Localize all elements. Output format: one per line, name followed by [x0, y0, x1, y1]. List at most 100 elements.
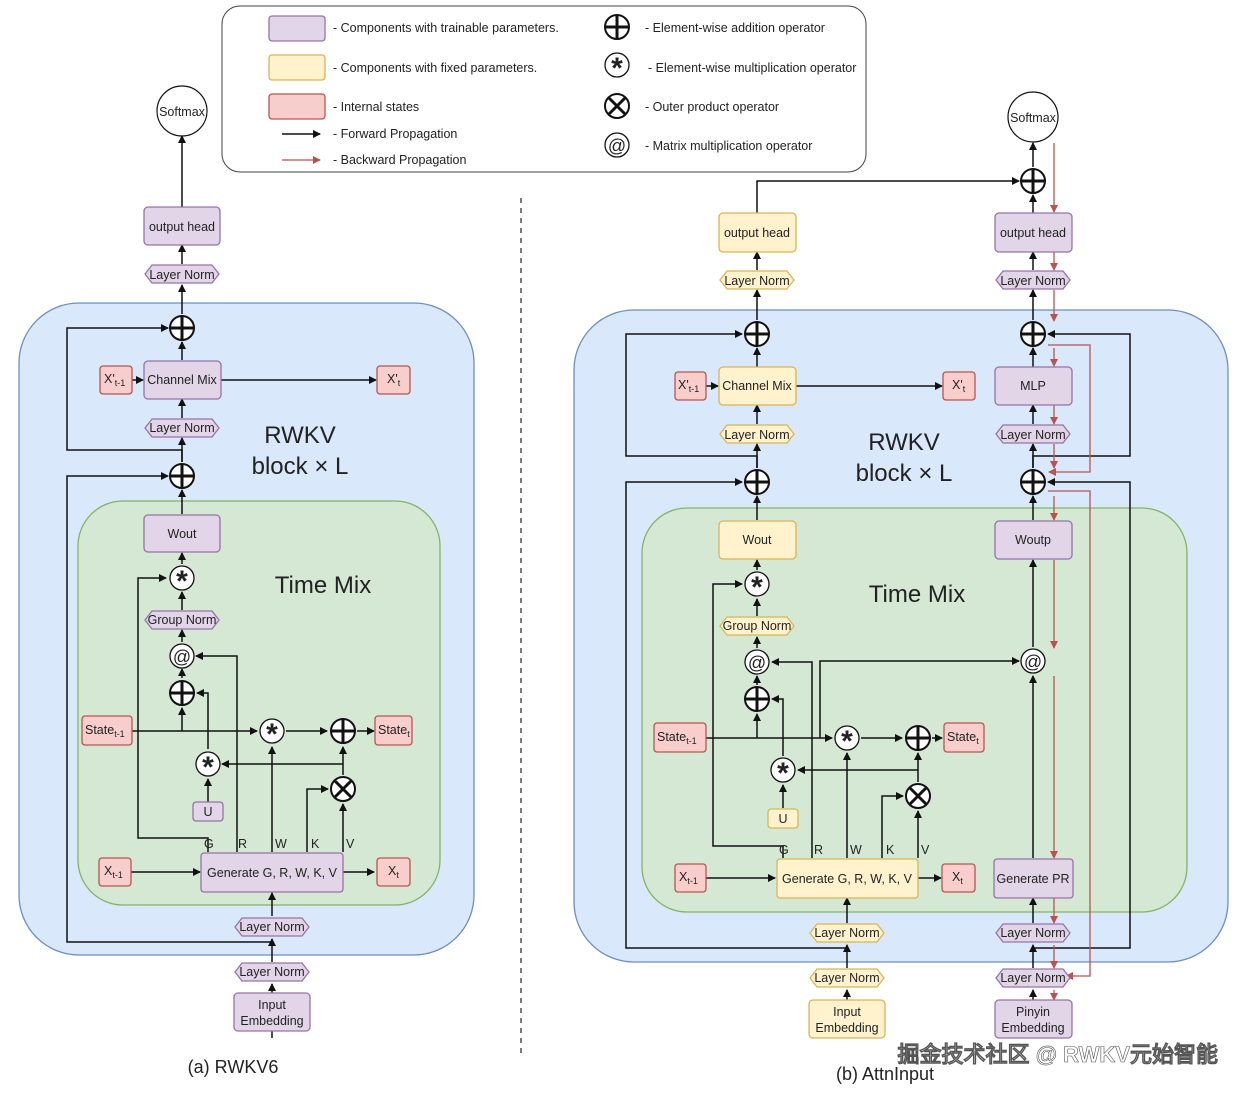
add-op-left-state [330, 718, 356, 744]
svg-text:@: @ [1024, 652, 1042, 672]
x-prime-prev-right [674, 371, 707, 401]
input-embedding-left-line1: Input [258, 998, 286, 1012]
layer-norm-trainable-top-label: Layer Norm [1000, 274, 1065, 288]
rwkv-block-left-subtitle: block × L [252, 453, 349, 480]
matmul-op-right-trainable: @ [1020, 648, 1046, 674]
svg-text:@: @ [608, 136, 626, 156]
svg-text:*: * [777, 757, 789, 790]
x-cur-left [376, 857, 411, 887]
pinyin-embedding-right [994, 999, 1073, 1039]
watermark: 掘金技术社区 @ RWKV元始智能 [898, 1042, 1219, 1067]
group-norm-left [144, 610, 220, 630]
woutp-right-label: Woutp [1015, 533, 1051, 547]
layer-norm-left-top-label: Layer Norm [149, 268, 214, 282]
mul-op-left-u: * [195, 751, 221, 784]
legend-internal-swatch [268, 93, 326, 120]
time-mix-right [641, 507, 1188, 913]
state-cur-right-label: Statet [947, 730, 979, 746]
legend-fixed: - Components with fixed parameters. [333, 61, 537, 75]
legend-backward: - Backward Propagation [333, 153, 466, 167]
x-prev-left [98, 857, 132, 887]
output-head-left-label: output head [149, 220, 215, 234]
x-prime-prev-left [99, 365, 133, 395]
add-op-left-top [169, 315, 195, 341]
layer-norm-fixed-mid [719, 424, 795, 444]
mul-op-right-state: * [834, 725, 860, 758]
layer-norm-fixed-block-label: Layer Norm [814, 926, 879, 940]
wout-right [718, 520, 797, 560]
panel-attninput: Softmax output head output head Layer No… [573, 91, 1229, 1084]
layer-norm-fixed-top-label: Layer Norm [724, 274, 789, 288]
x-prev-right [674, 863, 707, 893]
svg-text:*: * [266, 718, 278, 751]
legend-matmul: - Matrix multiplication operator [645, 139, 812, 153]
softmax-left-label: Softmax [159, 105, 206, 119]
time-mix-left [77, 500, 441, 906]
wout-left [143, 514, 221, 553]
layer-norm-fixed-mid-label: Layer Norm [724, 428, 789, 442]
x-prime-prev-left-label: X't-1 [104, 372, 125, 388]
pinyin-embedding-right-line2: Embedding [1001, 1021, 1064, 1035]
legend: - Components with trainable parameters. … [221, 5, 867, 173]
legend-add-icon [604, 14, 630, 40]
legend-add: - Element-wise addition operator [645, 21, 825, 35]
gate-v-left: V [346, 837, 355, 851]
mul-op-left-state: * [259, 718, 285, 751]
svg-text:*: * [202, 751, 214, 784]
state-cur-left [374, 715, 413, 746]
legend-mul: - Element-wise multiplication operator [648, 61, 856, 75]
state-prev-right [653, 722, 707, 753]
output-head-fixed-label: output head [724, 226, 790, 240]
x-prime-cur-right [942, 371, 976, 401]
layer-norm-trainable-block [995, 923, 1071, 943]
layer-norm-left-input-label: Layer Norm [239, 965, 304, 979]
time-mix-right-title: Time Mix [869, 581, 965, 608]
rwkv-block-left-title: RWKV [264, 422, 336, 449]
caption-right: (b) AttnInput [836, 1064, 934, 1084]
legend-outer: - Outer product operator [645, 100, 779, 114]
legend-outer-icon [604, 93, 630, 119]
output-head-left [143, 206, 221, 246]
softmax-left [156, 85, 208, 137]
state-prev-left-label: Statet-1 [85, 723, 125, 739]
layer-norm-fixed-input-label: Layer Norm [814, 971, 879, 985]
generate-grwkv-right-label: Generate G, R, W, K, V [782, 872, 913, 886]
legend-trainable-swatch [268, 15, 326, 42]
add-op-right-fixed-top [744, 321, 770, 347]
add-op-right-trainable-top [1020, 321, 1046, 347]
layer-norm-fixed-input [809, 968, 885, 988]
pinyin-embedding-right-line1: Pinyin [1016, 1005, 1050, 1019]
state-prev-right-label: Statet-1 [657, 730, 697, 746]
layer-norm-trainable-input-label: Layer Norm [1000, 971, 1065, 985]
add-op-left-mid [169, 463, 195, 489]
channel-mix-right [718, 366, 797, 406]
caption-left: (a) RWKV6 [188, 1057, 279, 1077]
gate-w-right: W [850, 843, 862, 857]
group-norm-right-label: Group Norm [723, 619, 792, 633]
panel-rwkv6: Softmax output head Layer Norm X't-1 Cha… [18, 85, 475, 1077]
add-op-right-fixed-mid [744, 469, 770, 495]
legend-trainable: - Components with trainable parameters. [333, 21, 559, 35]
wout-right-label: Wout [743, 533, 772, 547]
layer-norm-trainable-top [995, 270, 1071, 290]
mul-op-right-top: * [744, 571, 770, 604]
group-norm-right [719, 616, 795, 636]
rwkv-block-right-title: RWKV [868, 429, 940, 456]
x-prev-right-label: Xt-1 [679, 870, 698, 886]
layer-norm-trainable-block-label: Layer Norm [1000, 926, 1065, 940]
output-head-trainable-label: output head [1000, 226, 1066, 240]
time-mix-left-title: Time Mix [275, 572, 371, 599]
u-param-right-label: U [778, 812, 787, 826]
input-embedding-right-line2: Embedding [815, 1021, 878, 1035]
add-op-right-output [1020, 168, 1046, 194]
input-embedding-right-line1: Input [833, 1005, 861, 1019]
add-op-right-time [744, 686, 770, 712]
gate-w-left: W [275, 837, 287, 851]
generate-pr-right-label: Generate PR [997, 872, 1070, 886]
x-cur-left-label: Xt [388, 864, 399, 880]
svg-text:*: * [176, 565, 188, 598]
legend-forward: - Forward Propagation [333, 127, 457, 141]
mlp-right-label: MLP [1020, 379, 1046, 393]
svg-text:*: * [751, 571, 763, 604]
mul-op-right-u: * [770, 757, 796, 790]
